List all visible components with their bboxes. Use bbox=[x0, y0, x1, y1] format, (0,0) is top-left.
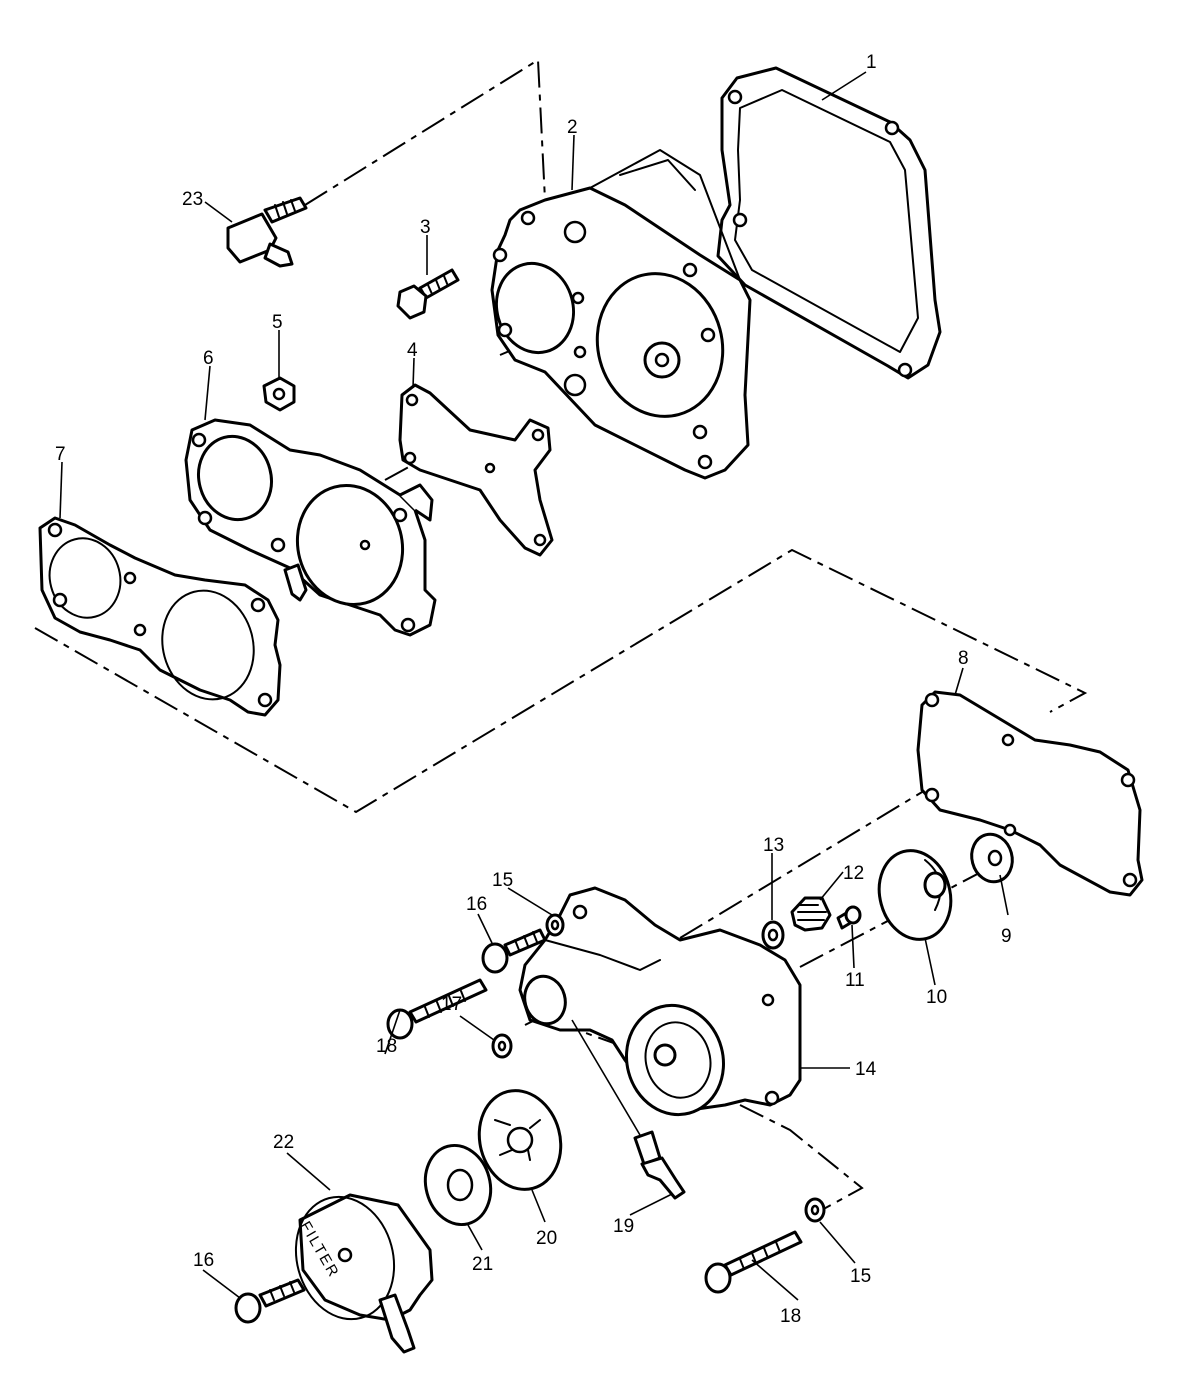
pump-body-part-2 bbox=[490, 149, 752, 480]
diaphragm-part-10 bbox=[877, 849, 953, 941]
valve-part-12 bbox=[790, 896, 832, 932]
washer-part-9 bbox=[970, 832, 1014, 884]
callout-5: 5 bbox=[272, 312, 283, 333]
bracket-part-4 bbox=[398, 383, 554, 557]
callout-1: 1 bbox=[866, 52, 877, 73]
callout-15-lower: 15 bbox=[850, 1266, 871, 1287]
elbow-fitting-part-23 bbox=[226, 196, 308, 268]
callout-18-lower: 18 bbox=[780, 1306, 801, 1327]
screw-part-16a bbox=[481, 928, 547, 974]
filter-cover-part-22: FILTER bbox=[294, 1193, 434, 1354]
washer-part-21 bbox=[423, 1143, 493, 1227]
callout-20: 20 bbox=[536, 1228, 557, 1249]
callout-22: 22 bbox=[273, 1132, 294, 1153]
washer-part-13 bbox=[761, 920, 785, 950]
nut-part-5 bbox=[262, 376, 296, 412]
callout-2: 2 bbox=[567, 117, 578, 138]
filter-screen-part-20 bbox=[477, 1089, 563, 1191]
callout-8: 8 bbox=[958, 648, 969, 669]
callout-12: 12 bbox=[843, 863, 864, 884]
callout-17: 17 bbox=[441, 994, 462, 1015]
callout-7: 7 bbox=[55, 444, 66, 465]
callout-leaders bbox=[59, 71, 1009, 1301]
fitting-part-19 bbox=[633, 1130, 686, 1200]
callout-21: 21 bbox=[472, 1254, 493, 1275]
callout-9: 9 bbox=[1001, 926, 1012, 947]
callout-14: 14 bbox=[855, 1059, 877, 1080]
long-screw-part-18b bbox=[704, 1230, 803, 1294]
callout-3: 3 bbox=[420, 217, 431, 238]
callout-labels: 1 2 3 4 5 6 7 8 9 10 11 12 13 14 15 15 1… bbox=[55, 52, 1012, 1327]
gasket-part-1 bbox=[716, 66, 942, 380]
screw-part-11 bbox=[836, 905, 862, 930]
lower-housing-part-14 bbox=[518, 886, 802, 1117]
callout-16-upper: 16 bbox=[466, 894, 487, 915]
callout-18-upper: 18 bbox=[376, 1036, 397, 1057]
screw-part-16b bbox=[234, 1278, 306, 1324]
callout-16-lower: 16 bbox=[193, 1250, 214, 1271]
lock-washer-part-15b bbox=[804, 1197, 826, 1223]
callout-23: 23 bbox=[182, 189, 203, 210]
callout-10: 10 bbox=[926, 987, 947, 1008]
gasket-part-7 bbox=[38, 516, 282, 717]
callout-13: 13 bbox=[763, 835, 784, 856]
long-screw-part-18a bbox=[386, 978, 488, 1040]
callout-15-upper: 15 bbox=[492, 870, 513, 891]
washer-part-17 bbox=[491, 1033, 513, 1059]
callout-4: 4 bbox=[407, 340, 418, 361]
callout-19: 19 bbox=[613, 1216, 634, 1237]
bolt-part-3 bbox=[396, 268, 460, 320]
gasket-part-8 bbox=[916, 690, 1144, 897]
lock-washer-part-15a bbox=[545, 913, 565, 937]
cover-part-6 bbox=[184, 418, 437, 637]
callout-11: 11 bbox=[845, 970, 865, 991]
callout-6: 6 bbox=[203, 348, 214, 369]
